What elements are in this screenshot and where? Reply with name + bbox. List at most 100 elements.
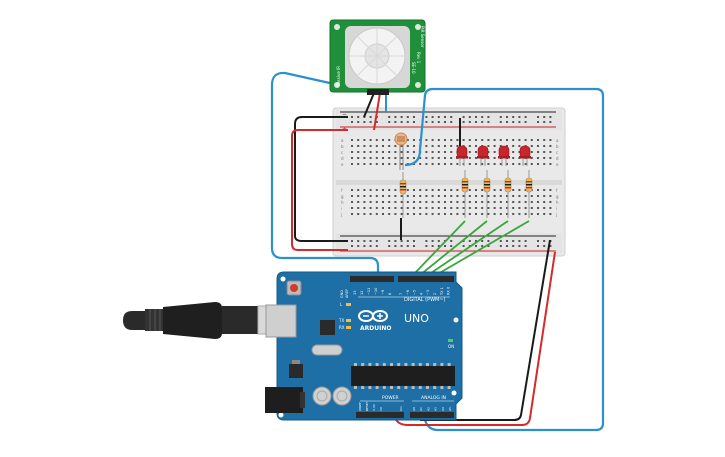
- breadboard-hole[interactable]: [456, 139, 459, 141]
- breadboard-hole[interactable]: [493, 213, 496, 215]
- wires[interactable]: [270, 71, 605, 432]
- breadboard-hole[interactable]: [518, 207, 521, 209]
- rail-hole[interactable]: [394, 240, 397, 242]
- rail-hole[interactable]: [363, 240, 366, 242]
- breadboard-hole[interactable]: [537, 213, 539, 215]
- breadboard-hole[interactable]: [394, 195, 397, 197]
- resistor-4[interactable]: [504, 170, 512, 218]
- breadboard-hole[interactable]: [369, 151, 372, 153]
- breadboard-hole[interactable]: [475, 213, 477, 215]
- rail-hole[interactable]: [431, 121, 434, 123]
- reset-button-cap[interactable]: [290, 284, 298, 292]
- rail-hole[interactable]: [357, 121, 360, 123]
- breadboard-hole[interactable]: [357, 207, 360, 209]
- breadboard-hole[interactable]: [363, 145, 366, 147]
- breadboard-hole[interactable]: [468, 163, 471, 165]
- breadboard-hole[interactable]: [413, 151, 415, 153]
- breadboard-hole[interactable]: [487, 163, 490, 165]
- breadboard-hole[interactable]: [537, 139, 539, 141]
- breadboard-holes[interactable]: [351, 116, 552, 247]
- rail-hole[interactable]: [406, 121, 409, 123]
- green-wire-4[interactable]: [435, 220, 530, 276]
- breadboard-hole[interactable]: [351, 207, 353, 209]
- pir-leg-vcc-wire[interactable]: [373, 92, 381, 131]
- breadboard-hole[interactable]: [549, 157, 552, 159]
- breadboard-hole[interactable]: [506, 163, 508, 165]
- breadboard-hole[interactable]: [351, 195, 353, 197]
- rail-hole[interactable]: [481, 121, 484, 123]
- breadboard-hole[interactable]: [450, 207, 453, 209]
- rail-hole[interactable]: [524, 116, 527, 118]
- rail-hole[interactable]: [506, 245, 508, 247]
- breadboard-hole[interactable]: [363, 157, 366, 159]
- breadboard-hole[interactable]: [524, 189, 527, 191]
- breadboard-hole[interactable]: [518, 213, 521, 215]
- breadboard-hole[interactable]: [406, 157, 409, 159]
- led-2[interactable]: [477, 145, 489, 166]
- breadboard-hole[interactable]: [363, 139, 366, 141]
- breadboard-hole[interactable]: [475, 163, 477, 165]
- breadboard-hole[interactable]: [481, 163, 484, 165]
- rail-hole[interactable]: [388, 245, 391, 247]
- breadboard-hole[interactable]: [357, 151, 360, 153]
- green-wire-3[interactable]: [427, 220, 509, 276]
- rail-hole[interactable]: [487, 240, 490, 242]
- breadboard-hole[interactable]: [456, 163, 459, 165]
- pir-leg-gnd-wire[interactable]: [363, 92, 375, 118]
- breadboard-hole[interactable]: [530, 207, 533, 209]
- breadboard-hole[interactable]: [530, 139, 533, 141]
- breadboard-hole[interactable]: [493, 195, 496, 197]
- breadboard-hole[interactable]: [382, 163, 384, 165]
- breadboard-hole[interactable]: [512, 213, 515, 215]
- rail-hole[interactable]: [499, 240, 502, 242]
- breadboard-hole[interactable]: [543, 213, 546, 215]
- breadboard-hole[interactable]: [524, 201, 527, 203]
- breadboard-hole[interactable]: [375, 201, 378, 203]
- breadboard-hole[interactable]: [437, 207, 440, 209]
- breadboard-hole[interactable]: [487, 139, 490, 141]
- breadboard-hole[interactable]: [369, 189, 372, 191]
- rail-hole[interactable]: [406, 116, 409, 118]
- rail-hole[interactable]: [400, 121, 403, 123]
- breadboard-hole[interactable]: [369, 201, 372, 203]
- breadboard-hole[interactable]: [475, 189, 477, 191]
- breadboard-hole[interactable]: [444, 145, 446, 147]
- red-wire-left-rail[interactable]: [291, 129, 348, 251]
- breadboard-hole[interactable]: [431, 195, 434, 197]
- rail-hole[interactable]: [400, 245, 403, 247]
- breadboard-hole[interactable]: [549, 151, 552, 153]
- breadboard-hole[interactable]: [351, 163, 353, 165]
- rail-hole[interactable]: [444, 121, 446, 123]
- breadboard-hole[interactable]: [537, 163, 539, 165]
- red-wire-right[interactable]: [394, 251, 556, 426]
- breadboard-hole[interactable]: [487, 207, 490, 209]
- breadboard-hole[interactable]: [431, 151, 434, 153]
- photoresistor[interactable]: [394, 132, 408, 170]
- breadboard-hole[interactable]: [437, 163, 440, 165]
- breadboard-hole[interactable]: [394, 207, 397, 209]
- breadboard-hole[interactable]: [512, 151, 515, 153]
- breadboard-hole[interactable]: [499, 189, 502, 191]
- rail-hole[interactable]: [444, 116, 446, 118]
- breadboard-hole[interactable]: [363, 189, 366, 191]
- breadboard-hole[interactable]: [437, 151, 440, 153]
- breadboard-hole[interactable]: [369, 207, 372, 209]
- breadboard-hole[interactable]: [506, 213, 508, 215]
- breadboard-hole[interactable]: [512, 195, 515, 197]
- breadboard-hole[interactable]: [518, 195, 521, 197]
- black-wire-left-rail[interactable]: [294, 116, 348, 242]
- breadboard-hole[interactable]: [481, 201, 484, 203]
- rail-hole[interactable]: [437, 121, 440, 123]
- breadboard-hole[interactable]: [468, 195, 471, 197]
- rail-hole[interactable]: [437, 245, 440, 247]
- breadboard-hole[interactable]: [394, 201, 397, 203]
- breadboard-hole[interactable]: [549, 207, 552, 209]
- black-wire-right[interactable]: [420, 239, 551, 421]
- breadboard-hole[interactable]: [530, 195, 533, 197]
- breadboard-hole[interactable]: [481, 195, 484, 197]
- breadboard-hole[interactable]: [450, 139, 453, 141]
- breadboard-hole[interactable]: [425, 163, 428, 165]
- breadboard-hole[interactable]: [375, 139, 378, 141]
- rail-hole[interactable]: [437, 116, 440, 118]
- breadboard-hole[interactable]: [444, 157, 446, 159]
